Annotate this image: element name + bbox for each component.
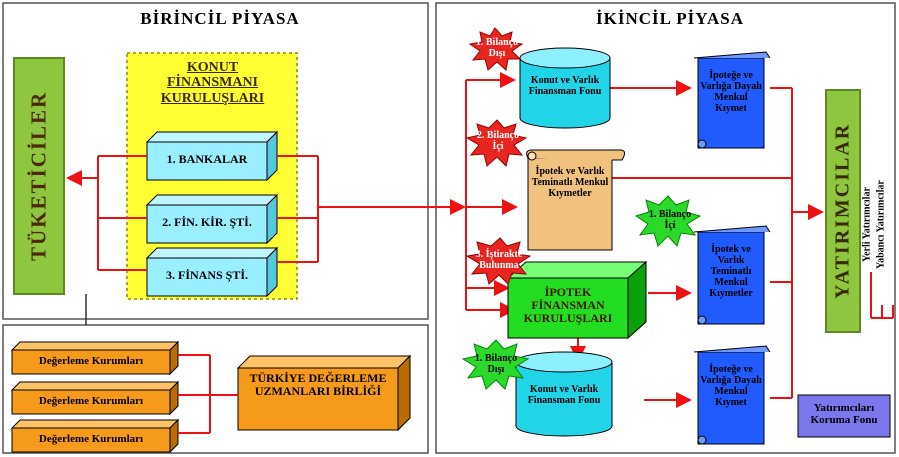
cube-finans <box>145 246 279 298</box>
mid-scroll-label: İpotek ve Varlık Teminatlı Menkul Kıymet… <box>531 166 609 199</box>
consumers-label: TÜKETİCİLER <box>26 90 51 262</box>
valuation-item: Değerleme Kurumları <box>38 395 144 407</box>
fund-top-cylinder <box>519 47 611 129</box>
fund-bottom-label: Konut ve Varlık Finansman Fonu <box>527 384 601 406</box>
protection-fund-box <box>797 394 891 438</box>
star-2 <box>465 119 528 167</box>
mortgage-inst-label: İPOTEK FİNANSMAN KURULUŞLARI <box>523 285 613 326</box>
mortgage-inst-cube <box>506 260 648 340</box>
valuation-block-3 <box>10 418 180 454</box>
star-1 <box>468 27 524 71</box>
investor-type-foreign: Yabancı Yatırımcılar <box>875 180 887 270</box>
scroll-r2-label: İpotek ve Varlık Teminatlı Menkul Kıymet… <box>709 244 753 299</box>
cube-fin-kir <box>145 193 279 245</box>
investors-box <box>825 89 861 333</box>
star-3-label: 3. İştirakte Bulunma <box>475 249 523 271</box>
institution-bankalar: 1. BANKALAR <box>166 152 248 166</box>
star-4-label: 1. Bilanço İçi <box>648 209 692 231</box>
fund-bottom-cylinder <box>515 351 613 437</box>
institution-fin-kir: 2. FİN. KİR. ŞTİ. <box>162 215 252 229</box>
star-4 <box>634 195 702 247</box>
star-2-label: 2. Bilanço İçi <box>476 130 520 152</box>
primary-market-title: BİRİNCİL PİYASA <box>140 9 300 28</box>
scroll-r2 <box>693 225 771 325</box>
scroll-r3 <box>693 345 771 445</box>
star-5-label: 1. Bilanço Dışı <box>474 353 518 375</box>
protection-fund-label: Yatırımcıları Koruma Fonu <box>810 402 878 427</box>
investor-type-domestic: Yerli Yatırımcılar <box>861 187 873 263</box>
scroll-r1 <box>693 51 771 149</box>
institutions-title: KONUT FİNANSMANI KURULUŞLARI <box>160 60 265 106</box>
valuation-block-1 <box>10 340 180 376</box>
valuation-block-2 <box>10 380 180 416</box>
investors-label: YATIRIMCILAR <box>831 122 854 300</box>
secondary-market-title: İKİNCİL PİYASA <box>596 9 744 28</box>
cube-bankalar <box>145 130 279 182</box>
scroll-r3-label: İpoteğe ve Varlığa Dayalı Menkul Kıymet <box>700 364 762 408</box>
scroll-r1-label: İpoteğe ve Varlığa Dayalı Menkul Kıymet <box>700 70 762 114</box>
consumers-box <box>13 57 65 295</box>
valuation-union-block <box>236 354 412 432</box>
valuation-item: Değerleme Kurumları <box>38 355 144 367</box>
valuation-item: Değerleme Kurumları <box>38 433 144 445</box>
fund-top-label: Konut ve Varlık Finansman Fonu <box>528 75 602 97</box>
valuation-union-label: TÜRKİYE DEĞERLEME UZMANLARI BİRLİĞİ <box>249 371 387 399</box>
star-5 <box>461 339 530 390</box>
mid-scroll <box>526 149 626 251</box>
institution-finans: 3. FİNANS ŞTİ. <box>165 268 249 282</box>
star-3 <box>465 237 532 285</box>
star-1-label: 1. Bilanço Dışı <box>475 37 519 59</box>
